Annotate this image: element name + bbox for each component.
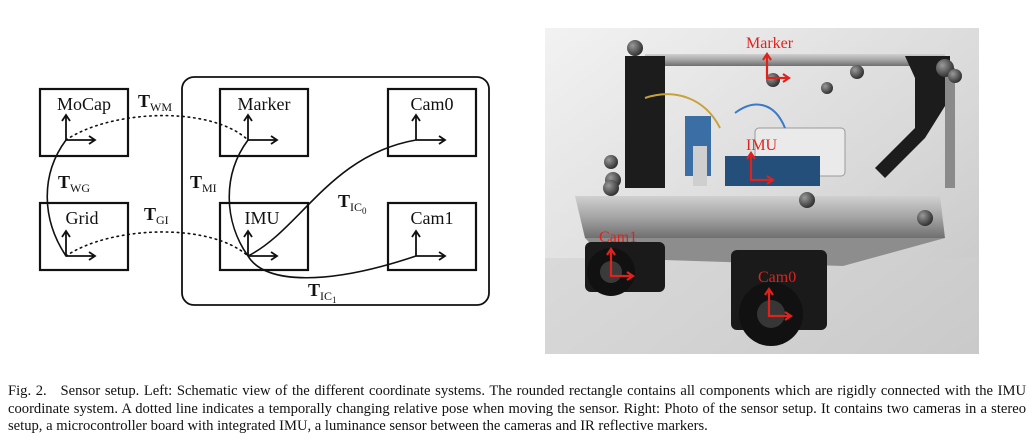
camera-1 (585, 242, 665, 296)
marker-box: Marker (218, 87, 310, 158)
edge-mocap-marker (65, 114, 249, 141)
photo-label-imu: IMU (746, 137, 778, 154)
photo-label-cam1: Cam1 (599, 229, 637, 246)
mocap-label: MoCap (57, 94, 111, 114)
edge-marker-imu (228, 139, 249, 257)
cam0-label: Cam0 (411, 94, 454, 114)
cam1-box: Cam1 (386, 201, 478, 272)
edge-imu-cam1 (247, 255, 417, 279)
marker-frame (604, 40, 962, 188)
caption-text: Sensor setup. Left: Schematic view of th… (8, 383, 1026, 434)
rigid-body-frame (181, 76, 490, 306)
photo-label-cam0: Cam0 (758, 269, 796, 286)
t-mi-label: TMI (190, 172, 217, 195)
caption-prefix: Fig. 2. (8, 383, 47, 399)
t-ic1-label: TIC1 (308, 280, 337, 305)
t-ic0-label: TIC0 (338, 191, 367, 216)
cam1-axes-icon (411, 229, 447, 261)
t-wm-label: TWM (138, 91, 172, 114)
edge-grid-imu (65, 231, 249, 257)
photo-imu-axes-icon (746, 151, 775, 185)
marker-label: Marker (238, 94, 291, 114)
edge-mocap-grid (46, 139, 67, 257)
t-gi-label: TGI (144, 204, 169, 227)
mocap-axes-icon (61, 113, 97, 145)
photo-cam1-axes-icon (606, 247, 635, 281)
cam1-label: Cam1 (411, 208, 454, 228)
sensor-setup-photo: Marker IMU Cam1 Cam0 (545, 28, 979, 354)
figure-caption: Fig. 2. Sensor setup. Left: Schematic vi… (8, 383, 1026, 436)
imu-box: IMU (218, 201, 310, 272)
photo-label-marker: Marker (746, 35, 794, 52)
marker-axes-icon (243, 113, 279, 145)
cam0-box: Cam0 (386, 87, 478, 158)
mocap-box: MoCap (38, 87, 130, 158)
t-wg-label: TWG (58, 172, 90, 195)
camera-0 (731, 250, 827, 346)
grid-box: Grid (38, 201, 130, 272)
grid-axes-icon (61, 229, 97, 261)
edge-imu-cam0 (247, 139, 417, 257)
photo-marker-axes-icon (762, 52, 791, 83)
cam0-axes-icon (411, 113, 447, 145)
grid-label: Grid (66, 208, 99, 228)
coordinate-systems-diagram: MoCap Grid Marker IMU Cam0 Cam1 TWM TWG … (38, 76, 490, 306)
photo-cam0-axes-icon (764, 287, 793, 321)
imu-axes-icon (243, 229, 279, 261)
imu-label: IMU (245, 208, 280, 228)
